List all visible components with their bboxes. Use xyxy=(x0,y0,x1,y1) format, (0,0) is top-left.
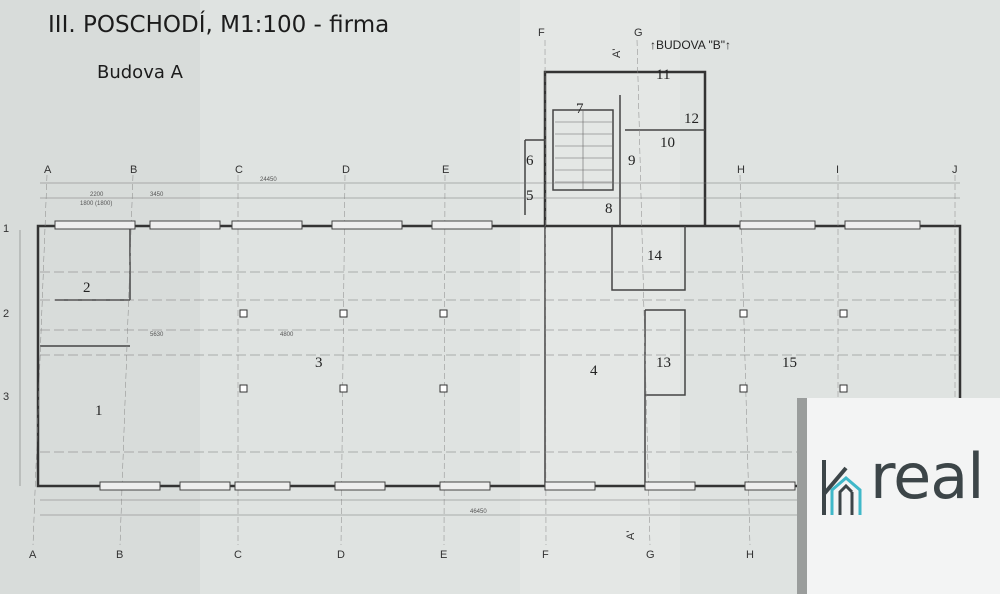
row-labels: 1 2 3 xyxy=(3,223,9,403)
house-k-icon xyxy=(822,460,862,515)
axis-label: I xyxy=(836,164,839,176)
axis-labels-bottom: A B C D E F G H xyxy=(29,549,754,561)
axis-label: A xyxy=(44,164,52,176)
axis-label: H xyxy=(737,164,745,176)
room-number: 7 xyxy=(576,101,584,117)
windows-bottom xyxy=(99,481,796,491)
dimension-text: 3450 xyxy=(150,192,164,198)
section-mark-bottom: A' xyxy=(625,531,637,540)
axis-label: E xyxy=(442,164,449,176)
stairs xyxy=(555,110,612,190)
dimension-text: 5630 xyxy=(150,332,164,338)
room-number: 11 xyxy=(656,67,670,83)
room-numbers: 1 2 3 4 5 6 7 8 9 10 11 12 13 14 15 xyxy=(83,67,797,419)
building-b-label: ↑BUDOVA "B"↑ xyxy=(650,38,731,52)
axis-label: C xyxy=(234,549,242,561)
building-label: Budova A xyxy=(97,62,183,83)
kreal-logo: real xyxy=(797,398,1000,594)
axis-label: J xyxy=(952,164,958,176)
axis-label: G xyxy=(646,549,655,561)
room-number: 13 xyxy=(656,355,671,371)
axis-label: D xyxy=(337,549,345,561)
axis-label: B xyxy=(116,549,123,561)
axis-label: H xyxy=(746,549,754,561)
room-number: 14 xyxy=(647,248,663,264)
axis-label: F xyxy=(542,549,549,561)
columns xyxy=(239,309,848,393)
section-marks: A' A' xyxy=(611,49,637,540)
dimension-text: 1800 (1800) xyxy=(80,201,112,207)
room-number: 5 xyxy=(526,188,534,204)
dimension-text: 2200 xyxy=(90,192,104,198)
dimension-text: 24450 xyxy=(260,177,277,183)
room-number: 3 xyxy=(315,355,323,371)
logo-text: real xyxy=(870,440,984,513)
axis-label: A xyxy=(29,549,37,561)
axis-label: B xyxy=(130,164,137,176)
dimension-text: 4800 xyxy=(280,332,294,338)
room-number: 6 xyxy=(526,153,534,169)
row-label: 3 xyxy=(3,391,9,403)
inner-walls xyxy=(40,95,705,486)
axis-label: G xyxy=(634,27,643,39)
room-number: 4 xyxy=(590,363,598,379)
room-number: 8 xyxy=(605,201,613,217)
axis-label: D xyxy=(342,164,350,176)
axis-label: F xyxy=(538,27,545,39)
room-number: 9 xyxy=(628,153,636,169)
axis-labels-top: A B C D E F G H I J xyxy=(44,27,958,176)
axis-label: E xyxy=(440,549,447,561)
room-number: 1 xyxy=(95,403,103,419)
room-number: 10 xyxy=(660,135,675,151)
room-number: 2 xyxy=(83,280,91,296)
dimension-texts: 24450 46450 2200 3450 1800 (1800) 4800 5… xyxy=(80,177,487,515)
row-label: 1 xyxy=(3,223,9,235)
row-label: 2 xyxy=(3,308,9,320)
section-mark-top: A' xyxy=(611,49,623,58)
axis-label: C xyxy=(235,164,243,176)
dimension-text: 46450 xyxy=(470,509,487,515)
windows-top xyxy=(54,220,921,230)
room-number: 15 xyxy=(782,355,797,371)
drawing-title: III. POSCHODÍ, M1:100 - firma xyxy=(48,12,390,38)
room-number: 12 xyxy=(684,111,699,127)
